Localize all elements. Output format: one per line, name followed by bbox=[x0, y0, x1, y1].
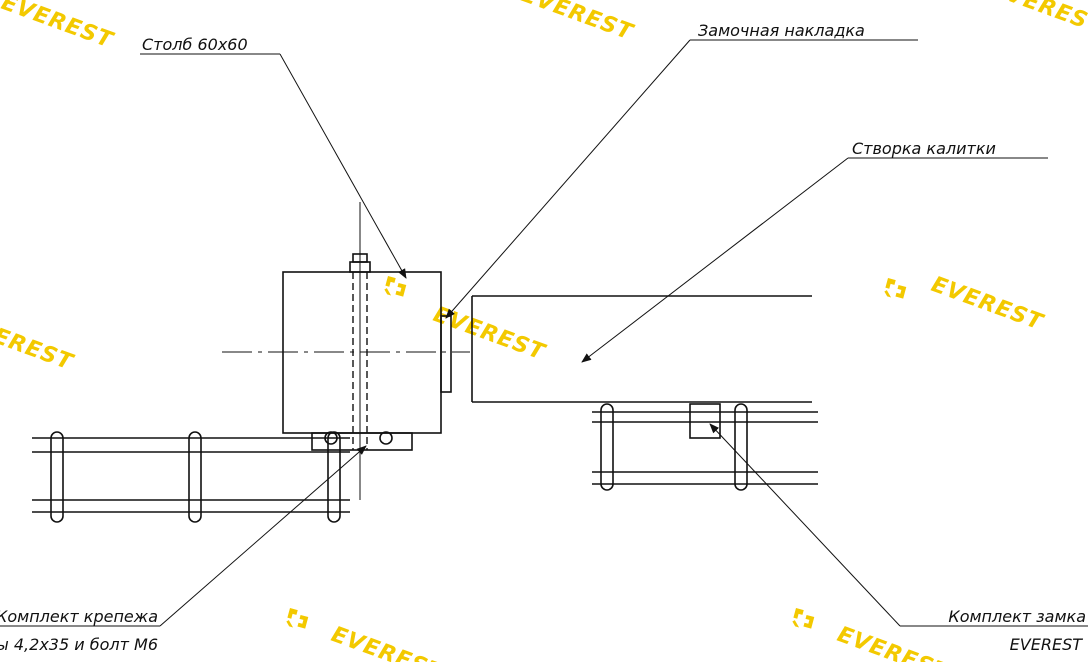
watermark: EVEREST bbox=[328, 622, 447, 662]
label-lock-kit-line2: EVEREST bbox=[1010, 635, 1084, 654]
watermark-logo-icon bbox=[285, 608, 310, 631]
watermark: EVEREST bbox=[0, 0, 117, 54]
right-fence-panel bbox=[592, 403, 818, 491]
watermark-logo-icon bbox=[791, 608, 816, 631]
gate-leaf bbox=[471, 295, 812, 403]
watermark: EVEREST bbox=[518, 0, 637, 46]
watermark: EVEREST bbox=[928, 272, 1047, 336]
watermark: EVEREST bbox=[430, 302, 549, 366]
watermark: EVEREST bbox=[0, 312, 77, 376]
post-square bbox=[282, 202, 442, 500]
left-fence-panel bbox=[32, 431, 350, 523]
watermark: EVEREST bbox=[988, 0, 1088, 40]
watermark-logo-icon bbox=[883, 278, 908, 301]
label-lock-plate: Замочная накладка bbox=[698, 21, 865, 40]
label-gate-leaf: Створка калитки bbox=[852, 139, 996, 158]
label-fastener-kit-line1: Комплект крепежа bbox=[0, 607, 158, 626]
leader-lines bbox=[0, 39, 1088, 627]
watermark: EVEREST bbox=[834, 622, 953, 662]
watermark-logo-icon bbox=[383, 276, 408, 299]
label-post: Столб 60х60 bbox=[142, 35, 248, 54]
lock-body bbox=[689, 403, 721, 439]
label-fastener-kit-line2: саморезы 4,2х35 и болт М6 bbox=[0, 635, 158, 654]
label-lock-kit-line1: Комплект замка bbox=[948, 607, 1086, 626]
